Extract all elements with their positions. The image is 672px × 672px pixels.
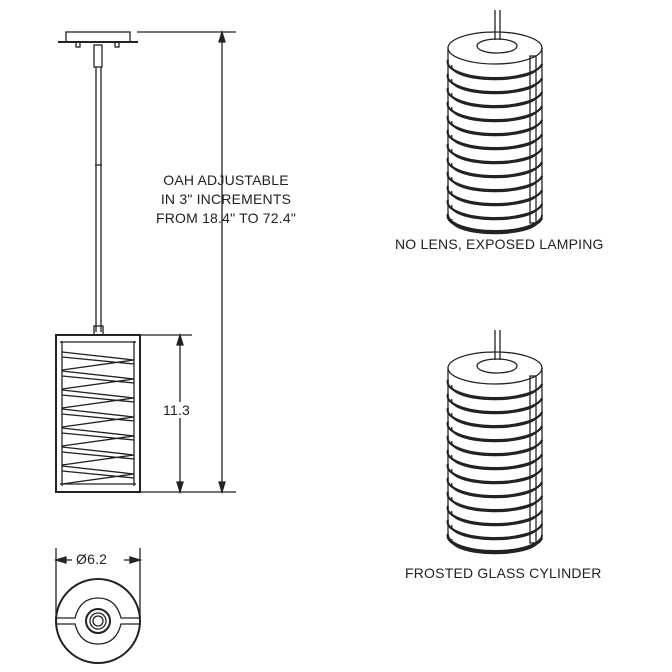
spiral-band [446, 73, 544, 94]
frame-post [529, 55, 537, 224]
spiral-band-inner [451, 440, 539, 457]
spiral-band [446, 491, 544, 512]
frame-post [529, 375, 537, 544]
shade-band [61, 370, 135, 390]
spiral-band [446, 505, 544, 526]
spiral-band-inner [451, 398, 539, 415]
shade-band [61, 389, 135, 409]
spiral-band-inner [451, 120, 539, 137]
oah-annotation: OAH ADJUSTABLE IN 3" INCREMENTS FROM 18.… [140, 171, 312, 228]
shade-band [61, 408, 135, 428]
shade-bands [61, 351, 135, 485]
spiral-band-inner [451, 148, 539, 165]
spiral-band-inner [451, 78, 539, 95]
spiral-band-inner [451, 190, 539, 207]
spiral-band [446, 185, 544, 206]
spiral-band-inner [451, 482, 539, 499]
spiral-band [446, 393, 544, 414]
spiral-band-inner [451, 538, 539, 555]
spiral-band-inner [451, 412, 539, 429]
spiral-band-inner [451, 384, 539, 401]
bottom-view-label: FROSTED GLASS CYLINDER [405, 565, 602, 581]
spiral-band [446, 157, 544, 178]
spiral-band-inner [451, 510, 539, 527]
spiral-band-inner [451, 218, 539, 235]
iso-view-frosted-glass [446, 330, 544, 555]
spiral-band [446, 171, 544, 192]
spiral-band-inner [451, 524, 539, 541]
spiral-band-inner [451, 426, 539, 443]
spiral-band [446, 129, 544, 150]
shade-height-label: 11.3 [163, 402, 191, 418]
spiral-band-inner [451, 454, 539, 471]
spiral-band [446, 435, 544, 456]
spiral-band [446, 115, 544, 136]
oah-line-3: FROM 18.4" TO 72.4" [155, 210, 297, 226]
spiral-band [446, 59, 544, 80]
pendant-side-view [55, 31, 141, 493]
shade-band [61, 465, 135, 485]
spiral-band [446, 421, 544, 442]
iso-view-no-lens [446, 10, 544, 235]
spiral-band [446, 87, 544, 108]
spiral-band-inner [451, 106, 539, 123]
spiral-band-inner [451, 134, 539, 151]
oah-line-1: OAH ADJUSTABLE [163, 172, 289, 188]
diameter-label: Ø6.2 [76, 551, 108, 567]
spiral-band [446, 463, 544, 484]
spiral-band-inner [451, 162, 539, 179]
spiral-band-inner [451, 204, 539, 221]
spiral-band [446, 199, 544, 220]
spiral-band-inner [451, 176, 539, 193]
socket-cup [476, 38, 518, 54]
spiral-band [446, 407, 544, 428]
spiral-band [446, 477, 544, 498]
bottom-ring [447, 534, 543, 552]
spiral-band [446, 379, 544, 400]
spiral-band [446, 449, 544, 470]
spiral-band [446, 143, 544, 164]
pendant-bottom-view [55, 578, 141, 664]
spiral-band [446, 101, 544, 122]
shade-band [61, 446, 135, 466]
spiral-band-inner [451, 468, 539, 485]
oah-line-2: IN 3" INCREMENTS [160, 191, 292, 207]
spiral-band [446, 519, 544, 540]
dimension-lines [53, 29, 236, 618]
socket-cup [476, 358, 518, 374]
spiral-band-inner [451, 92, 539, 109]
top-view-label: NO LENS, EXPOSED LAMPING [395, 236, 604, 252]
shade-band [61, 351, 135, 371]
spiral-band-inner [451, 64, 539, 81]
spiral-band-inner [451, 496, 539, 513]
bottom-ring [447, 214, 543, 232]
shade-band [61, 427, 135, 447]
